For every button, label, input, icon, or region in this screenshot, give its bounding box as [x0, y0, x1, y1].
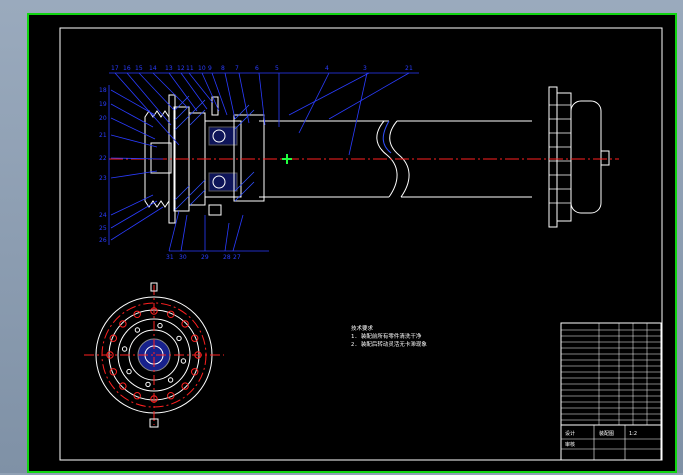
notes-heading: 技术要求: [351, 324, 374, 332]
part-label-13: 13: [165, 65, 173, 72]
part-label-11: 11: [186, 65, 194, 72]
inner-bolt-hole: [176, 335, 182, 342]
part-label-25: 25: [99, 225, 107, 232]
part-label-28: 28: [223, 254, 231, 261]
bolt-hole: [181, 320, 189, 328]
part-label-20: 20: [99, 115, 107, 122]
part-label-2: 2: [405, 65, 409, 72]
bolt-hole: [167, 392, 175, 400]
bolt-hole: [133, 310, 141, 318]
part-label-26: 26: [99, 237, 107, 244]
part-label-23: 23: [99, 175, 107, 182]
leader-lines: [108, 72, 419, 252]
title-block: 设计 审核 装配图 1:2: [560, 322, 662, 461]
bolt-hole: [119, 382, 127, 390]
inner-border: [59, 27, 663, 461]
part-label-1: 1: [409, 65, 413, 72]
inner-bolt-hole: [126, 368, 132, 375]
part-label-30: 30: [179, 254, 187, 261]
note-line-2: 2. 装配后转动灵活无卡滞现象: [351, 340, 427, 348]
bolt-hole: [181, 382, 189, 390]
part-label-5: 5: [275, 65, 279, 72]
technical-notes: 技术要求 1. 装配前所有零件清洗干净 2. 装配后转动灵活无卡滞现象: [351, 324, 427, 348]
part-label-10: 10: [198, 65, 206, 72]
inner-bolt-hole: [180, 358, 187, 364]
inner-bolt-hole: [167, 377, 174, 383]
bolt-hole: [191, 334, 199, 342]
part-label-14: 14: [149, 65, 157, 72]
drawing-name: 装配图: [599, 430, 614, 437]
part-label-6: 6: [255, 65, 259, 72]
inner-bolt-hole: [121, 346, 128, 352]
end-view: [84, 282, 224, 428]
part-label-21: 21: [99, 132, 107, 139]
bolt-hole: [109, 368, 117, 376]
note-line-1: 1. 装配前所有零件清洗干净: [351, 332, 422, 340]
bolt-hole: [133, 392, 141, 400]
part-label-31: 31: [166, 254, 174, 261]
part-label-3: 3: [363, 65, 367, 72]
part-label-8: 8: [221, 65, 225, 72]
checker-label: 审核: [565, 441, 575, 448]
part-label-29: 29: [201, 254, 209, 261]
part-label-19: 19: [99, 101, 107, 108]
part-label-12: 12: [177, 65, 185, 72]
bolt-hole: [167, 310, 175, 318]
inner-bolt-hole: [157, 322, 163, 329]
bolt-hole: [191, 368, 199, 376]
side-section-view: [109, 86, 619, 228]
drawing-scale: 1:2: [629, 431, 637, 437]
inner-bolt-hole: [134, 327, 141, 333]
part-label-24: 24: [99, 212, 107, 219]
part-label-15: 15: [135, 65, 143, 72]
part-label-4: 4: [325, 65, 329, 72]
part-label-17: 17: [111, 65, 119, 72]
part-label-27: 27: [233, 254, 241, 261]
part-label-22: 22: [99, 155, 107, 162]
bolt-hole: [109, 334, 117, 342]
bolt-hole-pattern: [106, 307, 202, 403]
designer-label: 设计: [565, 430, 575, 437]
part-label-9: 9: [208, 65, 212, 72]
part-label-18: 18: [99, 87, 107, 94]
inner-bolt-hole: [145, 381, 151, 388]
part-label-7: 7: [235, 65, 239, 72]
part-label-16: 16: [123, 65, 131, 72]
bolt-hole: [119, 320, 127, 328]
